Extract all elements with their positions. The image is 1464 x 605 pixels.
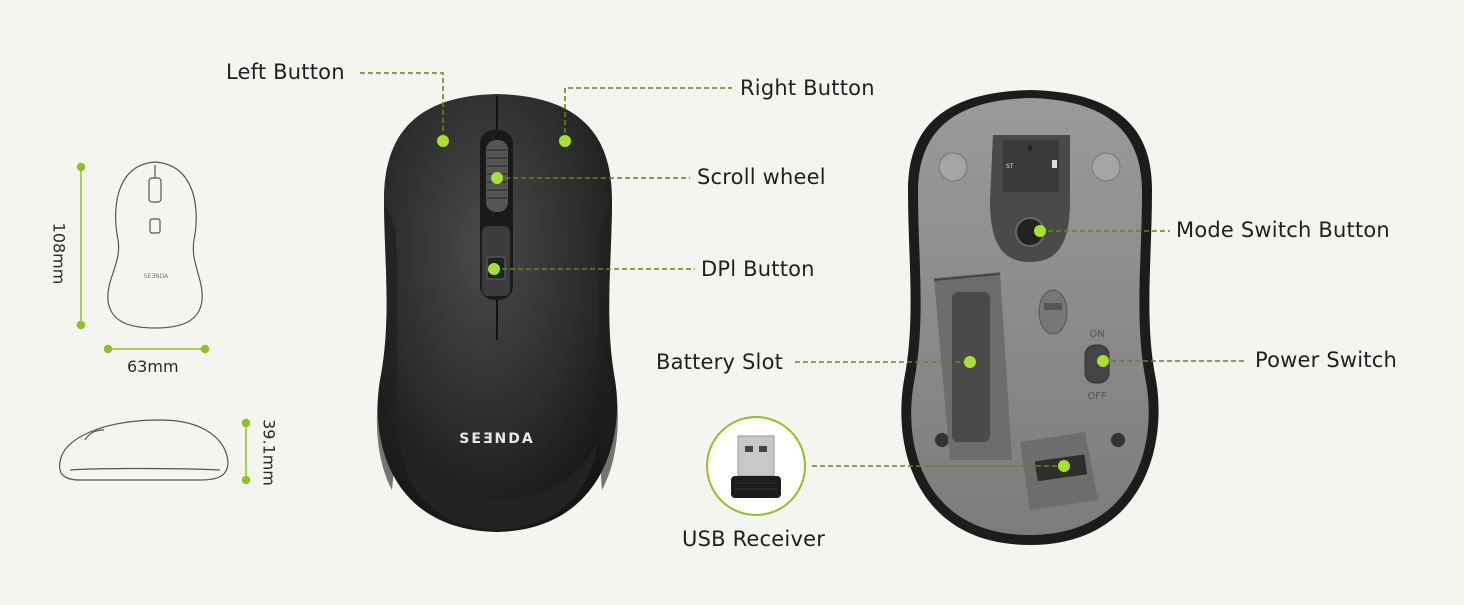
outline-logo: SEƎNDA [144,273,169,280]
left-button-line [360,72,444,141]
mouse-bottom-view: ST ON OFF [901,90,1159,545]
length-dimension-line [76,162,86,330]
callout-lines [360,72,1247,467]
switch-on-mark: ON [1089,329,1104,340]
label-battery-slot: Battery Slot [656,350,784,374]
dimension-width: 63mm [127,357,179,376]
width-dimension-line [103,344,210,354]
usb-receiver-illustration [706,416,806,516]
brand-logo: SEƎNDA [459,431,534,447]
label-left-button: Left Button [226,60,345,84]
switch-off-mark: OFF [1087,391,1107,402]
label-usb-receiver: USB Receiver [682,527,826,551]
label-power-switch: Power Switch [1255,348,1397,372]
outline-top-view [107,161,203,329]
right-button-line [564,87,732,141]
mouse-top-view: SEƎNDA [376,94,618,532]
dimension-length: 108mm [49,222,69,285]
height-dimension-line [241,418,251,485]
outline-side-view [59,419,229,481]
label-right-button: Right Button [740,76,875,100]
label-scroll-wheel: Scroll wheel [697,165,826,189]
callout-dots [437,135,1109,472]
dimension-height: 39.1mm [259,419,279,486]
svg-text:ST: ST [1006,163,1014,170]
label-mode-switch-button: Mode Switch Button [1176,218,1390,242]
label-dpi-button: DPl Button [701,257,815,281]
